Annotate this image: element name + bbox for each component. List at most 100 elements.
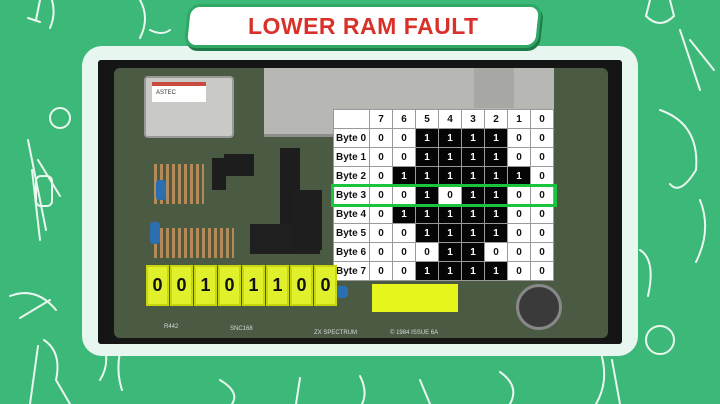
- resistor-row: [154, 228, 234, 258]
- bit-cell: 1: [461, 204, 485, 224]
- bit-column-header: 5: [415, 109, 439, 129]
- bit-cell: 1: [507, 166, 531, 186]
- bit-column-header: 6: [392, 109, 416, 129]
- doodle-right-wire: [639, 199, 707, 297]
- bit-cell: 1: [415, 204, 439, 224]
- bit-cell: 0: [392, 147, 416, 167]
- bit-cell: 0: [507, 128, 531, 148]
- bit-cell: 0: [530, 261, 554, 281]
- bit-cell: 0: [507, 223, 531, 243]
- bit-column-header: 3: [461, 109, 485, 129]
- bit-cell: 1: [484, 261, 508, 281]
- bit-column-header: 4: [438, 109, 462, 129]
- doodle-plant: [139, 0, 171, 39]
- doodle-wire: [49, 0, 55, 29]
- bit-cell: 0: [369, 128, 393, 148]
- bit-cell: 0: [392, 223, 416, 243]
- bit-cell: 1: [438, 128, 462, 148]
- table-header-row: 7 6 5 4 3 2 1 0: [333, 109, 554, 129]
- bit-cell: 1: [484, 128, 508, 148]
- doodle-bulb: [29, 339, 71, 404]
- bit-cell: 0: [530, 185, 554, 205]
- row-label: Byte 4: [333, 204, 370, 224]
- bit-cell: 0: [369, 261, 393, 281]
- doodle-clip: [9, 292, 57, 319]
- doodle-resistor: [35, 175, 53, 207]
- bit-cell: 1: [392, 166, 416, 186]
- bit-cell: 1: [438, 147, 462, 167]
- bit-digit: 0: [290, 265, 313, 306]
- doodle-leds: [644, 0, 676, 24]
- row-label: Byte 1: [333, 147, 370, 167]
- bit-cell: 1: [461, 147, 485, 167]
- bit-cell: 0: [369, 242, 393, 262]
- doodle-capacitor: [679, 29, 715, 91]
- bit-cell: 0: [507, 185, 531, 205]
- bit-cell: 1: [461, 166, 485, 186]
- row-label: Byte 3: [333, 185, 370, 205]
- bit-cell: 1: [392, 204, 416, 224]
- doodle-probe: [27, 139, 61, 241]
- bit-column-header: 0: [530, 109, 554, 129]
- bit-cell: 1: [438, 166, 462, 186]
- bit-cell: 0: [392, 185, 416, 205]
- bit-cell: 1: [461, 128, 485, 148]
- board-name-label: ZX SPECTRUM: [314, 330, 358, 336]
- bit-digit: 0: [170, 265, 193, 306]
- bit-cell: 1: [484, 166, 508, 186]
- bit-cell: 0: [369, 166, 393, 186]
- memory-chip: [292, 190, 322, 250]
- bit-cell: 0: [369, 204, 393, 224]
- speaker: [516, 284, 562, 330]
- bit-cell: 0: [484, 242, 508, 262]
- bit-cell: 0: [507, 147, 531, 167]
- capacitor: [150, 222, 160, 244]
- bit-cell: 1: [461, 223, 485, 243]
- bit-cell: 1: [461, 185, 485, 205]
- snc-label: SNC168: [230, 326, 253, 332]
- bit-cell: 1: [484, 147, 508, 167]
- chip-brand-label: ASTEC: [156, 90, 177, 96]
- issue-label: © 1984 ISSUE 6A: [390, 330, 439, 336]
- row-label: Byte 0: [333, 128, 370, 148]
- heatsink-edge: [474, 68, 514, 108]
- bit-column-header: 1: [507, 109, 531, 129]
- bit-digit: 0: [146, 265, 169, 306]
- bit-cell: 1: [438, 261, 462, 281]
- bit-cell: 0: [507, 242, 531, 262]
- doodle-component: [27, 0, 41, 23]
- row-label: Byte 2: [333, 166, 370, 186]
- bit-cell: 1: [461, 261, 485, 281]
- bit-cell: 0: [369, 147, 393, 167]
- chip-id-label: R442: [164, 324, 179, 330]
- bit-digit: 0: [314, 265, 337, 306]
- bit-cell: 0: [392, 261, 416, 281]
- bit-digit: 1: [266, 265, 289, 306]
- bit-cell: 1: [461, 242, 485, 262]
- bit-column-header: 7: [369, 109, 393, 129]
- bit-cell: 0: [507, 261, 531, 281]
- bit-cell: 1: [438, 242, 462, 262]
- doodle-gauge: [49, 107, 71, 129]
- bit-cell: 0: [392, 128, 416, 148]
- bit-cell: 1: [484, 223, 508, 243]
- doodle-right-flask: [659, 109, 698, 189]
- logic-chip: [224, 154, 254, 176]
- bit-cell: 0: [530, 204, 554, 224]
- row-label: Byte 6: [333, 242, 370, 262]
- bit-cell: 0: [438, 185, 462, 205]
- bit-cell: 1: [415, 223, 439, 243]
- bit-digit: 1: [194, 265, 217, 306]
- bit-cell: 1: [484, 204, 508, 224]
- reset-button-area: [372, 284, 458, 312]
- bit-cell: 1: [415, 261, 439, 281]
- bit-cell: 0: [530, 223, 554, 243]
